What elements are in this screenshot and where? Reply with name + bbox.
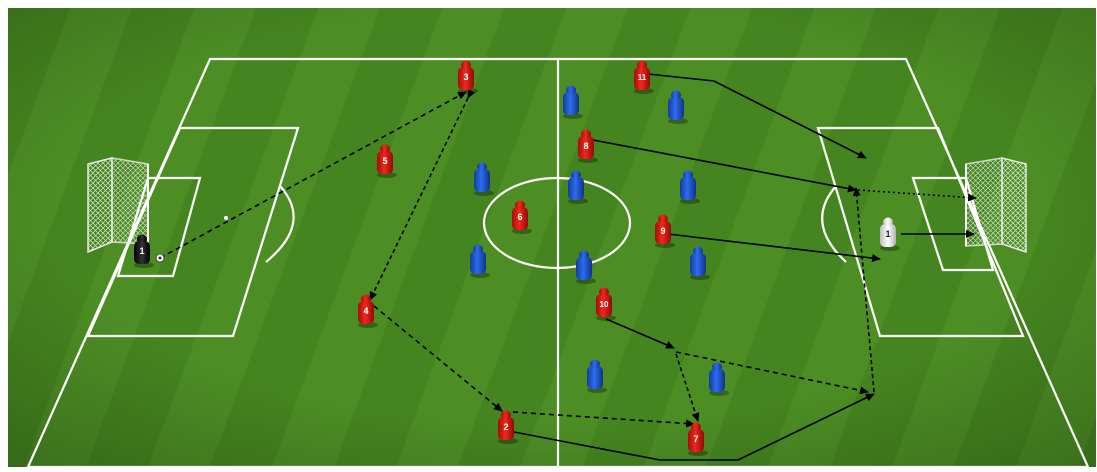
defender-blue bbox=[709, 362, 729, 396]
defender-blue bbox=[587, 359, 607, 393]
pass-up-wing bbox=[852, 187, 875, 393]
pass-4-to-2 bbox=[373, 305, 503, 412]
run-2-forward bbox=[513, 393, 875, 461]
pass-10-to-7 bbox=[675, 353, 700, 422]
defender-blue bbox=[474, 162, 494, 196]
vignette bbox=[8, 8, 1096, 467]
player-number: 11 bbox=[638, 73, 647, 82]
left-goal bbox=[87, 157, 149, 254]
player-r11: 11 bbox=[634, 60, 654, 94]
player-number: 5 bbox=[382, 156, 387, 166]
pass-to-far-side bbox=[675, 351, 869, 395]
player-number: 2 bbox=[503, 422, 508, 432]
pass-3-to-4 bbox=[369, 89, 476, 301]
defending-team bbox=[470, 85, 729, 396]
player-gk-left: 1 bbox=[134, 234, 154, 268]
defender-blue bbox=[680, 170, 700, 204]
run-10 bbox=[605, 318, 675, 349]
right-goal-area bbox=[911, 176, 995, 272]
player-number: 10 bbox=[600, 300, 609, 309]
defender-blue bbox=[568, 170, 588, 204]
defender-blue bbox=[690, 246, 710, 280]
run-11 bbox=[647, 73, 867, 159]
player-r8: 8 bbox=[578, 129, 598, 163]
left-penalty-spot bbox=[224, 216, 228, 220]
defender-blue bbox=[470, 244, 490, 278]
defender-blue bbox=[576, 250, 596, 284]
right-goal bbox=[965, 157, 1027, 254]
player-r5: 5 bbox=[377, 144, 397, 178]
player-r4: 4 bbox=[358, 294, 378, 328]
player-number: 6 bbox=[517, 212, 522, 222]
player-r3: 3 bbox=[458, 60, 478, 94]
defender-blue bbox=[563, 85, 583, 119]
left-penalty-area bbox=[86, 126, 300, 338]
player-r2: 2 bbox=[498, 410, 518, 444]
defender-blue bbox=[668, 90, 688, 124]
left-penalty-arc bbox=[265, 185, 295, 263]
player-gk-right: 1 bbox=[880, 217, 900, 251]
player-r7: 7 bbox=[688, 422, 708, 456]
ball bbox=[155, 253, 165, 263]
player-number: 9 bbox=[660, 226, 665, 236]
run-9 bbox=[667, 233, 881, 263]
player-r10: 10 bbox=[596, 287, 616, 321]
player-number: 1 bbox=[885, 229, 890, 239]
centre-circle bbox=[482, 176, 632, 270]
player-number: 4 bbox=[363, 306, 368, 316]
tactics-board: 1 3 5 4 6 2 11 8 9 10 7 1 bbox=[0, 8, 1097, 469]
player-number: 8 bbox=[583, 141, 588, 151]
pass-2-to-7 bbox=[512, 411, 695, 428]
player-number: 7 bbox=[693, 434, 698, 444]
attacking-team: 1 3 5 4 6 2 11 8 9 10 7 1 bbox=[134, 60, 900, 456]
player-r9: 9 bbox=[655, 214, 675, 248]
player-number: 1 bbox=[139, 246, 144, 256]
player-number: 3 bbox=[463, 72, 468, 82]
pass-arrows bbox=[159, 73, 977, 461]
right-penalty-area bbox=[816, 126, 1025, 338]
pitch-diagram: 1 3 5 4 6 2 11 8 9 10 7 1 bbox=[0, 8, 1097, 469]
run-8 bbox=[592, 139, 857, 193]
player-r6: 6 bbox=[512, 200, 532, 234]
